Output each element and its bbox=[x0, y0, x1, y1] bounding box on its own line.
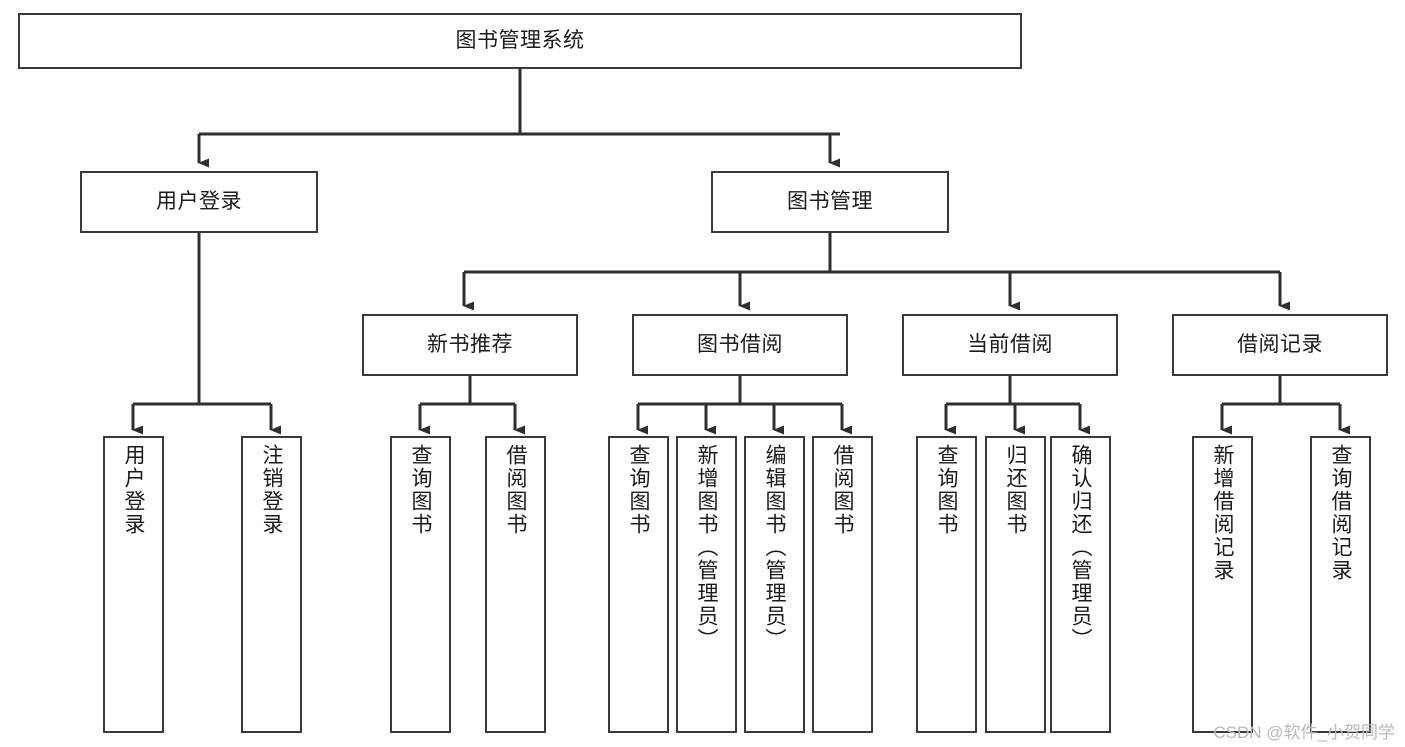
leaf-book-borrow-query[interactable]: 查询图书 bbox=[608, 436, 669, 733]
node-new-book-recommend[interactable]: 新书推荐 bbox=[362, 314, 578, 376]
leaf-borrow-record-add-label: 新增借阅记录 bbox=[1211, 444, 1234, 582]
node-root[interactable]: 图书管理系统 bbox=[18, 13, 1022, 69]
node-current-borrow-label: 当前借阅 bbox=[967, 332, 1053, 356]
leaf-borrow-record-query[interactable]: 查询借阅记录 bbox=[1310, 436, 1371, 733]
node-new-book-recommend-label: 新书推荐 bbox=[427, 332, 513, 356]
node-user-login[interactable]: 用户登录 bbox=[80, 171, 318, 233]
leaf-current-borrow-confirm[interactable]: 确认归还（管理员） bbox=[1050, 436, 1111, 733]
leaf-borrow-record-add[interactable]: 新增借阅记录 bbox=[1192, 436, 1253, 733]
node-book-management-label: 图书管理 bbox=[787, 189, 873, 213]
node-user-login-label: 用户登录 bbox=[156, 189, 242, 213]
leaf-user-login-signout-label: 注销登录 bbox=[260, 444, 283, 536]
leaf-current-borrow-return[interactable]: 归还图书 bbox=[985, 436, 1046, 733]
node-book-borrow[interactable]: 图书借阅 bbox=[632, 314, 848, 376]
leaf-book-borrow-add-label: 新增图书（管理员） bbox=[695, 444, 718, 651]
leaf-book-borrow-borrow-label: 借阅图书 bbox=[831, 444, 854, 536]
leaf-current-borrow-query[interactable]: 查询图书 bbox=[916, 436, 977, 733]
node-borrow-records-label: 借阅记录 bbox=[1237, 332, 1323, 356]
csdn-watermark: CSDN @软件_小贺同学 bbox=[1213, 723, 1395, 742]
leaf-book-borrow-add[interactable]: 新增图书（管理员） bbox=[676, 436, 737, 733]
leaf-borrow-record-query-label: 查询借阅记录 bbox=[1329, 444, 1352, 582]
leaf-new-book-borrow[interactable]: 借阅图书 bbox=[485, 436, 546, 733]
node-current-borrow[interactable]: 当前借阅 bbox=[902, 314, 1118, 376]
leaf-current-borrow-return-label: 归还图书 bbox=[1004, 444, 1027, 536]
node-root-label: 图书管理系统 bbox=[455, 28, 585, 52]
leaf-user-login-signin-label: 用户登录 bbox=[122, 444, 145, 536]
leaf-user-login-signout[interactable]: 注销登录 bbox=[241, 436, 302, 733]
leaf-new-book-query-label: 查询图书 bbox=[409, 444, 432, 536]
node-borrow-records[interactable]: 借阅记录 bbox=[1172, 314, 1388, 376]
leaf-current-borrow-query-label: 查询图书 bbox=[935, 444, 958, 536]
node-book-borrow-label: 图书借阅 bbox=[697, 332, 783, 356]
leaf-book-borrow-borrow[interactable]: 借阅图书 bbox=[812, 436, 873, 733]
leaf-book-borrow-edit-label: 编辑图书（管理员） bbox=[763, 444, 786, 651]
leaf-book-borrow-query-label: 查询图书 bbox=[627, 444, 650, 536]
leaf-current-borrow-confirm-label: 确认归还（管理员） bbox=[1069, 444, 1092, 651]
leaf-book-borrow-edit[interactable]: 编辑图书（管理员） bbox=[744, 436, 805, 733]
leaf-new-book-borrow-label: 借阅图书 bbox=[504, 444, 527, 536]
leaf-user-login-signin[interactable]: 用户登录 bbox=[103, 436, 164, 733]
leaf-new-book-query[interactable]: 查询图书 bbox=[390, 436, 451, 733]
node-book-management[interactable]: 图书管理 bbox=[711, 171, 949, 233]
